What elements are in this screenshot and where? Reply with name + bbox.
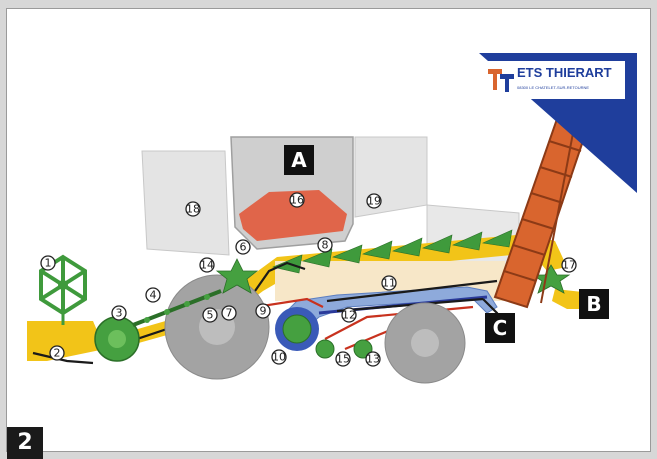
callout-12: 12 [342, 308, 356, 322]
callout-11: 11 [382, 276, 396, 290]
callout-2: 2 [50, 346, 64, 360]
callout-13: 13 [366, 352, 380, 366]
reel-hub [58, 280, 68, 290]
callout-19: 19 [367, 194, 381, 208]
figure-frame: ETS THIERART 08300 LE CHATELET-SUR-RETOU… [6, 8, 651, 452]
callout-18: 18 [186, 202, 200, 216]
svg-text:6: 6 [240, 241, 247, 254]
callout-14: 14 [200, 258, 214, 272]
callout-1: 1 [41, 256, 55, 270]
svg-text:11: 11 [382, 277, 396, 290]
callout-16: 16 [290, 193, 304, 207]
grain-auger [316, 340, 334, 358]
svg-text:5: 5 [207, 309, 214, 322]
svg-text:18: 18 [186, 203, 200, 216]
svg-text:8: 8 [322, 239, 329, 252]
svg-text:2: 2 [54, 347, 61, 360]
header-auger-core [108, 330, 126, 348]
svg-text:10: 10 [272, 351, 286, 364]
svg-text:9: 9 [260, 305, 267, 318]
callout-3: 3 [112, 306, 126, 320]
callout-6: 6 [236, 240, 250, 254]
callout-5: 5 [203, 308, 217, 322]
callout-15: 15 [336, 352, 350, 366]
rear-wheel-hub [411, 329, 439, 357]
svg-text:4: 4 [150, 289, 157, 302]
svg-text:16: 16 [290, 194, 304, 207]
callout-7: 7 [222, 306, 236, 320]
svg-text:19: 19 [367, 195, 381, 208]
svg-text:15: 15 [336, 353, 350, 366]
section-label-a: A [291, 148, 307, 172]
svg-text:7: 7 [226, 307, 233, 320]
svg-text:13: 13 [366, 353, 380, 366]
svg-text:14: 14 [200, 259, 214, 272]
svg-text:3: 3 [116, 307, 123, 320]
cleaning-fan-rotor [283, 315, 311, 343]
figure-number: 2 [7, 427, 43, 459]
body-panel-right [355, 137, 427, 217]
svg-text:12: 12 [342, 309, 356, 322]
callout-8: 8 [318, 238, 332, 252]
callout-10: 10 [272, 350, 286, 364]
logo-name: ETS THIERART [517, 65, 612, 80]
section-label-b: B [586, 292, 601, 316]
callout-4: 4 [146, 288, 160, 302]
callout-9: 9 [256, 304, 270, 318]
callout-17: 17 [562, 258, 576, 272]
logo-subtitle: 08300 LE CHATELET-SUR-RETOURNE [517, 85, 589, 90]
combine-harvester-diagram: ETS THIERART 08300 LE CHATELET-SUR-RETOU… [7, 9, 652, 453]
svg-text:1: 1 [45, 257, 52, 270]
section-label-c: C [493, 316, 508, 340]
svg-text:17: 17 [562, 259, 576, 272]
